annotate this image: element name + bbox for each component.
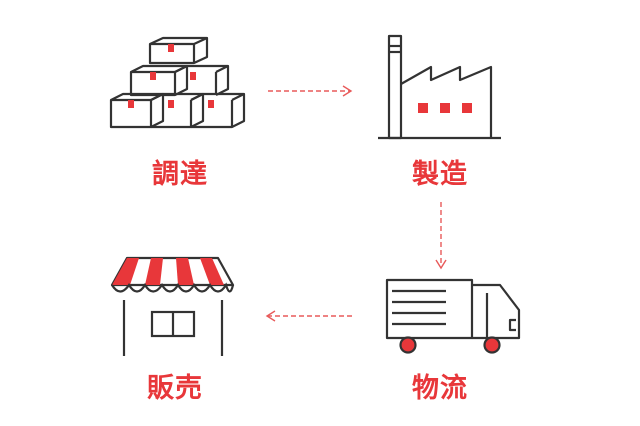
stacked-boxes-icon <box>109 36 246 129</box>
awning-stripes <box>112 258 224 285</box>
truck-cab <box>472 283 521 340</box>
arrow-procurement-to-manufacturing <box>268 85 353 97</box>
flow-arrows <box>265 85 447 322</box>
truck-wheels <box>399 336 501 354</box>
stage-label-manufacturing: 製造 <box>412 159 468 190</box>
truck-icon <box>385 278 521 340</box>
box-bot-3 <box>190 92 246 129</box>
box-top-1 <box>148 36 209 65</box>
arrow-manufacturing-to-logistics <box>435 202 447 270</box>
arrow-logistics-to-sales <box>265 310 352 322</box>
storefront-icon <box>110 256 235 356</box>
stage-label-procurement: 調達 <box>152 159 208 190</box>
truck-cargo <box>385 278 474 340</box>
factory-icon <box>378 34 501 140</box>
stage-label-sales: 販売 <box>147 373 203 404</box>
stage-label-logistics: 物流 <box>412 373 468 404</box>
awning-scallops <box>111 282 235 293</box>
factory-roof <box>400 65 493 138</box>
truck-headlight <box>508 318 516 332</box>
box-tape-marks <box>128 44 214 108</box>
factory-windows <box>418 103 472 113</box>
